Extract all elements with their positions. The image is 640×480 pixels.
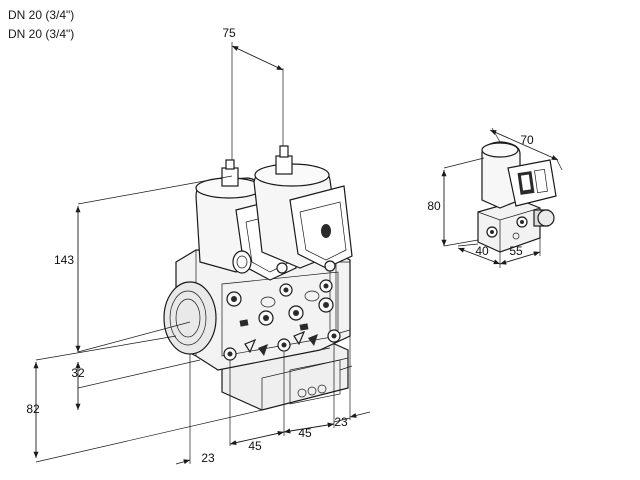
- dim-45-left: 45: [248, 439, 262, 453]
- dim-32: 32: [71, 366, 85, 380]
- model-label-2: DN 20 (3/4"): [8, 27, 75, 41]
- dim-line-23-bottom: [175, 459, 191, 465]
- small-fitting-nut: [537, 209, 555, 227]
- port-hole-1: [260, 296, 276, 308]
- ext-82-top: [35, 335, 177, 361]
- dim-82: 82: [26, 402, 40, 416]
- dim-small-80: 80: [427, 199, 441, 213]
- ext-80-top: [443, 157, 485, 169]
- dim-line-75: [231, 45, 284, 71]
- mark-1: [258, 344, 268, 356]
- port-screw-8-core: [281, 342, 287, 348]
- small-valve-drawing: [477, 141, 557, 253]
- dim-143: 143: [54, 253, 74, 267]
- dim-small-55: 55: [509, 244, 523, 258]
- dim-45-right: 45: [298, 426, 312, 440]
- inlet-thread: [175, 298, 201, 338]
- stem-nut-2: [275, 155, 293, 175]
- dim-small-70: 70: [520, 133, 534, 147]
- port-screw-3-core: [293, 310, 299, 316]
- lower-panel: [289, 359, 341, 405]
- dim-75: 75: [222, 26, 236, 40]
- port-screw-7-core: [227, 351, 233, 357]
- label-plate-2: [299, 323, 309, 331]
- ext-32-top: [77, 321, 191, 353]
- ext-82-bottom: [35, 409, 263, 463]
- port-hole-2: [304, 290, 320, 302]
- ext-70-left: [491, 127, 501, 143]
- port-screw-9-core: [331, 333, 337, 339]
- flow-arrow-2: [293, 330, 306, 346]
- port-screw-2-core: [263, 315, 269, 321]
- coil-screw-2: [324, 260, 336, 272]
- port-screw-4-core: [323, 302, 329, 308]
- inlet-bore: [169, 290, 207, 346]
- small-screw-1-core: [490, 230, 494, 234]
- ext-32-bottom: [77, 359, 201, 389]
- stem-1: [225, 159, 235, 170]
- face-ports: [223, 279, 341, 361]
- small-connector-slot: [520, 174, 531, 191]
- small-base-edges: [477, 207, 541, 252]
- main-dimensions: 75 143 32 82 23 45 45 23: [26, 26, 371, 465]
- port-screw-5-core: [283, 287, 289, 293]
- port-screw-1-core: [231, 296, 237, 302]
- plug-2-socket: [321, 224, 331, 238]
- stem-nut-1: [221, 167, 239, 187]
- small-port: [512, 232, 520, 240]
- ext-143-top: [77, 175, 233, 205]
- dim-line-55: [499, 251, 541, 265]
- mark-2: [308, 334, 318, 346]
- dim-line-45-right: [283, 422, 335, 434]
- stem-2: [279, 145, 289, 158]
- lower-screw-3: [317, 384, 327, 394]
- main-valve-drawing: [163, 145, 353, 411]
- port-screw-6-core: [323, 283, 329, 289]
- ext-80-bottom: [443, 239, 479, 247]
- small-connector-side: [534, 169, 548, 193]
- coil-1-gland-core: [236, 255, 248, 269]
- coil-screw-1: [276, 262, 288, 274]
- dim-line-23-right-b: [349, 411, 371, 418]
- inlet-flange: [163, 281, 217, 355]
- dim-line-23-right-a: [333, 417, 351, 423]
- small-coil-top: [481, 142, 519, 158]
- coil-1-gland: [232, 250, 252, 274]
- dim-23-bottom: 23: [201, 451, 215, 465]
- label-plate-1: [239, 319, 249, 327]
- dim-line-70: [489, 129, 559, 161]
- dim-small-40: 40: [475, 244, 489, 258]
- dim-line-45-left: [229, 430, 285, 446]
- flow-arrow-1: [244, 338, 257, 354]
- ext-40-left: [457, 243, 479, 247]
- lower-screw-1: [297, 388, 307, 398]
- dim-line-40: [457, 247, 501, 265]
- lower-screw-2: [307, 386, 317, 396]
- small-screw-2-core: [520, 220, 524, 224]
- small-dimensions: 70 80 40 55: [427, 127, 563, 268]
- outlet-flange: [335, 261, 351, 335]
- dim-23-right: 23: [334, 415, 348, 429]
- model-label-1: DN 20 (3/4"): [8, 8, 75, 22]
- plug-2-face: [299, 201, 347, 261]
